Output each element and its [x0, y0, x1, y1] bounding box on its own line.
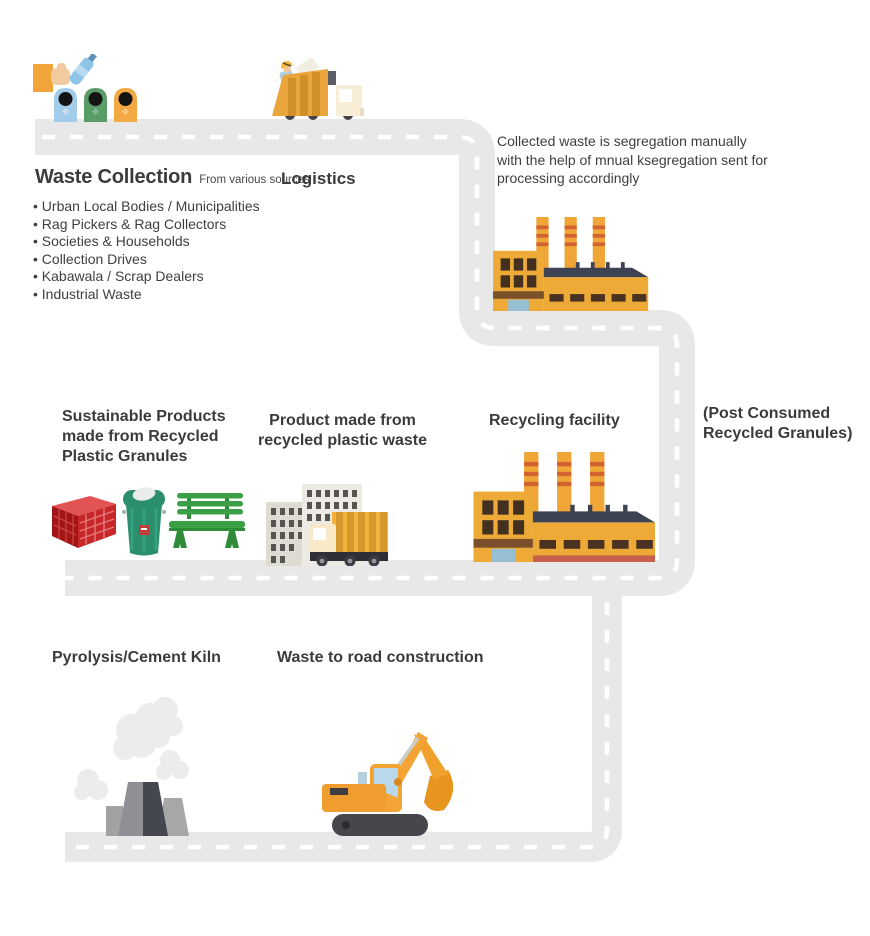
cooling-tower-smoke-icon — [74, 697, 189, 836]
pyrolysis-label: Pyrolysis/Cement Kiln — [52, 649, 221, 666]
excavator-icon — [322, 732, 454, 836]
swing-bin-icon — [122, 487, 166, 556]
logistics-label: Logistics — [281, 169, 356, 188]
waste-collection-heading: Waste Collection From various sources — [35, 166, 310, 189]
source-item: • Collection Drives — [33, 250, 147, 267]
source-item: • Kabawala / Scrap Dealers — [33, 268, 204, 285]
waste-collection-title: Waste Collection — [35, 166, 193, 188]
recycling-factory-icon — [473, 452, 655, 562]
post-consumed-granules-label: (Post Consumed Recycled Granules) — [703, 405, 853, 442]
buildings-truck-icon — [266, 484, 388, 566]
source-item: • Rag Pickers & Rag Collectors — [33, 215, 227, 232]
collection-sources-list: • Urban Local Bodies / Municipalities • … — [33, 198, 260, 304]
bench-icon — [169, 493, 245, 548]
road-construction-label: Waste to road construction — [277, 649, 484, 666]
hand-with-bottle-icon — [33, 54, 97, 92]
source-item: • Societies & Households — [33, 233, 190, 250]
sustainable-products-label: Sustainable Products made from Recycled … — [62, 408, 226, 465]
recycling-facility-label: Recycling facility — [489, 412, 620, 429]
plastic-crate-icon — [52, 496, 116, 548]
road-lower-dashes — [65, 602, 610, 850]
waste-collection-subtitle: From various sources — [199, 174, 310, 186]
recycled-product-label: Product made from recycled plastic waste — [258, 412, 427, 449]
segregation-factory-icon — [493, 217, 649, 311]
recycling-bins-icon — [54, 88, 137, 122]
road-center-dashes — [35, 134, 680, 581]
source-item: • Urban Local Bodies / Municipalities — [33, 198, 260, 214]
segregation-note: Collected waste is segregation manually … — [497, 133, 768, 186]
source-item: • Industrial Waste — [33, 285, 142, 302]
garbage-truck-icon — [272, 58, 364, 120]
